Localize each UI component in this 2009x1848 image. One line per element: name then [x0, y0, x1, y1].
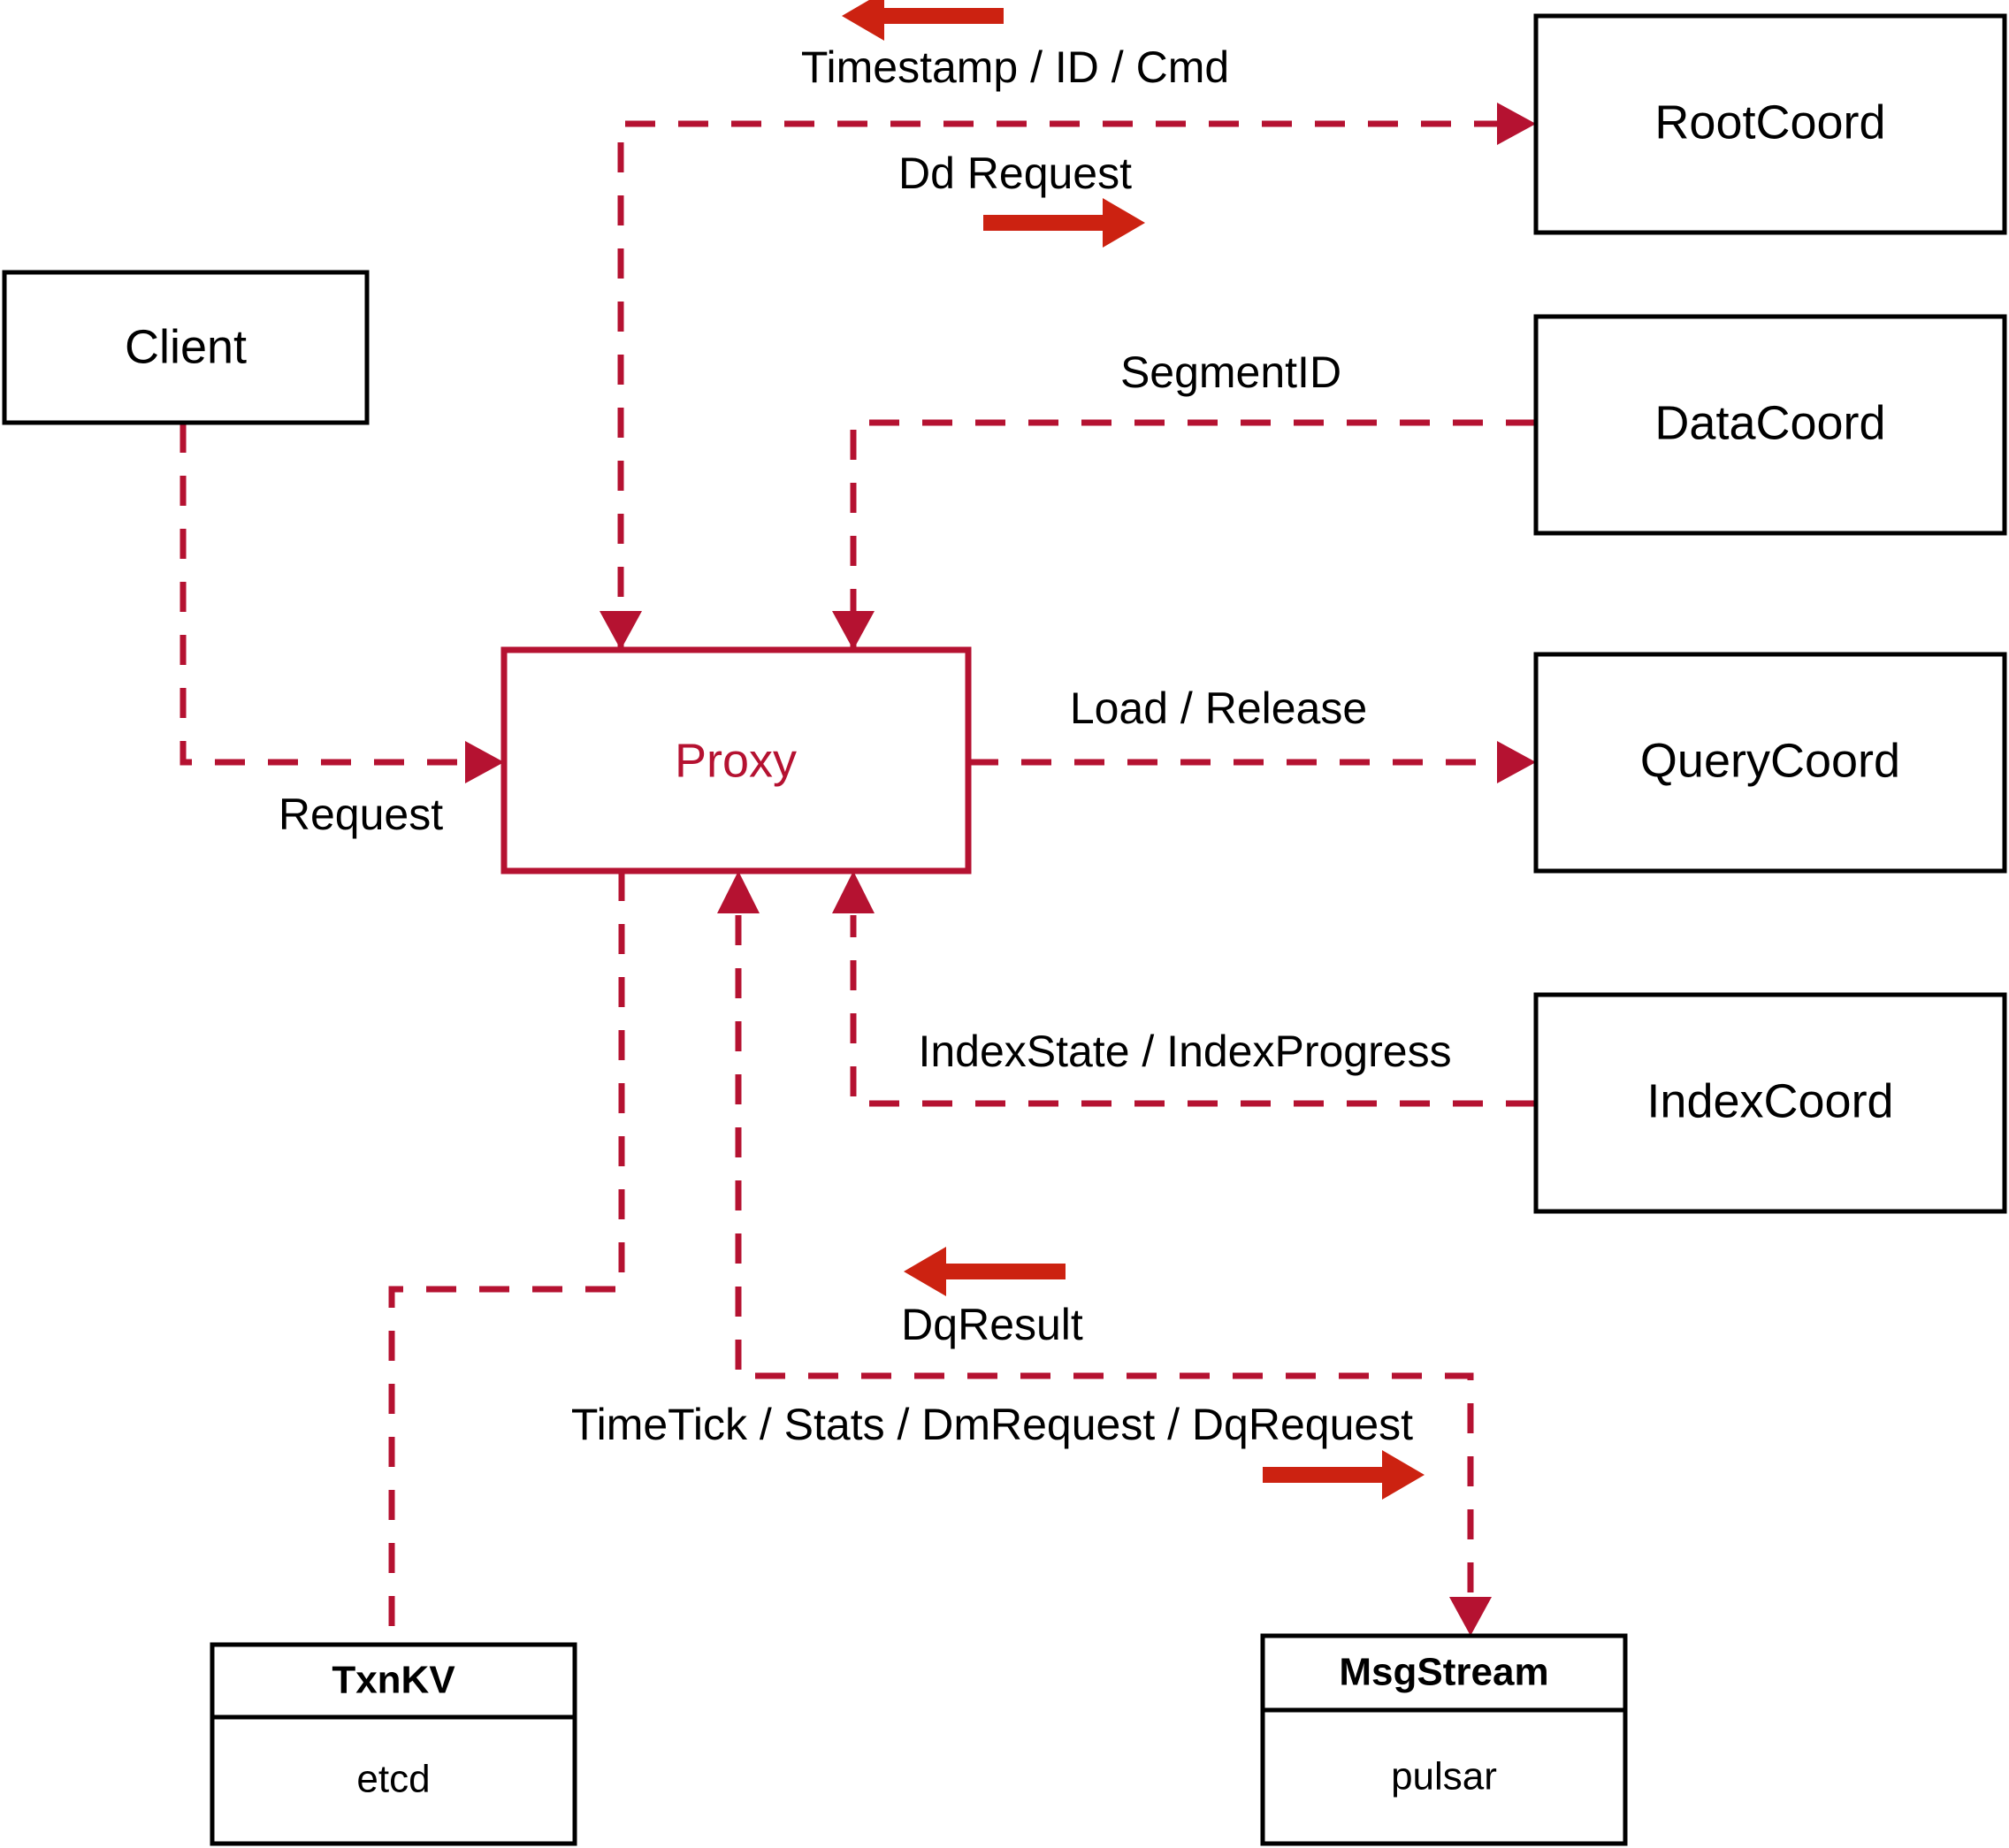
node-txnkv[interactable]: TxnKV etcd [210, 1642, 577, 1846]
edge-label-indexstate-indexprogress: IndexState / IndexProgress [918, 1027, 1451, 1076]
edge-label-segmentid: SegmentID [1120, 347, 1341, 397]
node-rootcoord[interactable]: RootCoord [1533, 13, 2007, 235]
edge-indexcoord-to-proxy-arrowhead [832, 871, 875, 913]
node-rootcoord-label: RootCoord [1654, 95, 1885, 149]
node-indexcoord[interactable]: IndexCoord [1533, 992, 2007, 1214]
node-querycoord-label: QueryCoord [1640, 734, 1900, 787]
node-txnkv-body: etcd [356, 1758, 430, 1801]
node-rootcoord-rect [1533, 13, 2007, 235]
node-proxy-label: Proxy [675, 734, 797, 787]
edge-proxy-to-txnkv-path [388, 871, 625, 1645]
node-txnkv-rect [210, 1642, 577, 1846]
node-indexcoord-label: IndexCoord [1646, 1074, 1893, 1127]
edge-msgstream-to-proxy-arrowhead [717, 871, 760, 913]
edge-rootcoord-to-proxy-arrowhead [600, 611, 642, 650]
annot-arrow-timestamp-head [842, 0, 884, 41]
edge-indexcoord-to-proxy-path [850, 915, 1536, 1107]
edge-proxy-to-querycoord-arrowhead [1497, 741, 1536, 783]
node-datacoord[interactable]: DataCoord [1533, 314, 2007, 536]
node-datacoord-rect [1533, 314, 2007, 536]
edge-label-dqresult: DqResult [901, 1300, 1083, 1349]
edge-proxy-to-msgstream-path [735, 915, 1474, 1609]
edge-proxy-to-rootcoord-path [617, 120, 1515, 650]
edge-client-to-proxy-path [180, 423, 483, 766]
edge-proxy-to-rootcoord-arrowhead [1497, 103, 1536, 145]
node-proxy[interactable]: Proxy [500, 646, 972, 874]
node-msgstream-title: MsgStream [1339, 1651, 1548, 1694]
edge-label-timetick-stats-dmrequest-dqrequest: TimeTick / Stats / DmRequest / DqRequest [571, 1400, 1413, 1449]
edge-label-timestamp-id-cmd: Timestamp / ID / Cmd [801, 42, 1229, 92]
node-client-label: Client [125, 320, 247, 373]
node-client-rect [2, 270, 370, 425]
edge-label-dd-request: Dd Request [898, 149, 1132, 198]
annot-arrow-timetick-head [1382, 1450, 1425, 1500]
edge-label-request: Request [279, 790, 443, 839]
annot-arrow-dd-request-head [1103, 198, 1145, 248]
node-indexcoord-rect [1533, 992, 2007, 1214]
edge-proxy-to-msgstream-arrowhead [1449, 1597, 1492, 1636]
node-proxy-rect [500, 646, 972, 874]
node-txnkv-title: TxnKV [332, 1659, 455, 1702]
edge-datacoord-to-proxy-path [850, 419, 1536, 650]
edge-client-to-proxy-arrowhead [465, 741, 504, 783]
node-msgstream-rect [1260, 1633, 1628, 1846]
annot-arrow-dqresult-head [904, 1247, 946, 1296]
node-querycoord-rect [1533, 652, 2007, 874]
edge-label-load-release: Load / Release [1070, 683, 1367, 733]
node-msgstream[interactable]: MsgStream pulsar [1260, 1633, 1628, 1846]
node-msgstream-body: pulsar [1391, 1755, 1497, 1798]
node-datacoord-label: DataCoord [1654, 396, 1885, 449]
node-client[interactable]: Client [2, 270, 370, 425]
edge-datacoord-to-proxy-arrowhead [832, 611, 875, 650]
node-querycoord[interactable]: QueryCoord [1533, 652, 2007, 874]
